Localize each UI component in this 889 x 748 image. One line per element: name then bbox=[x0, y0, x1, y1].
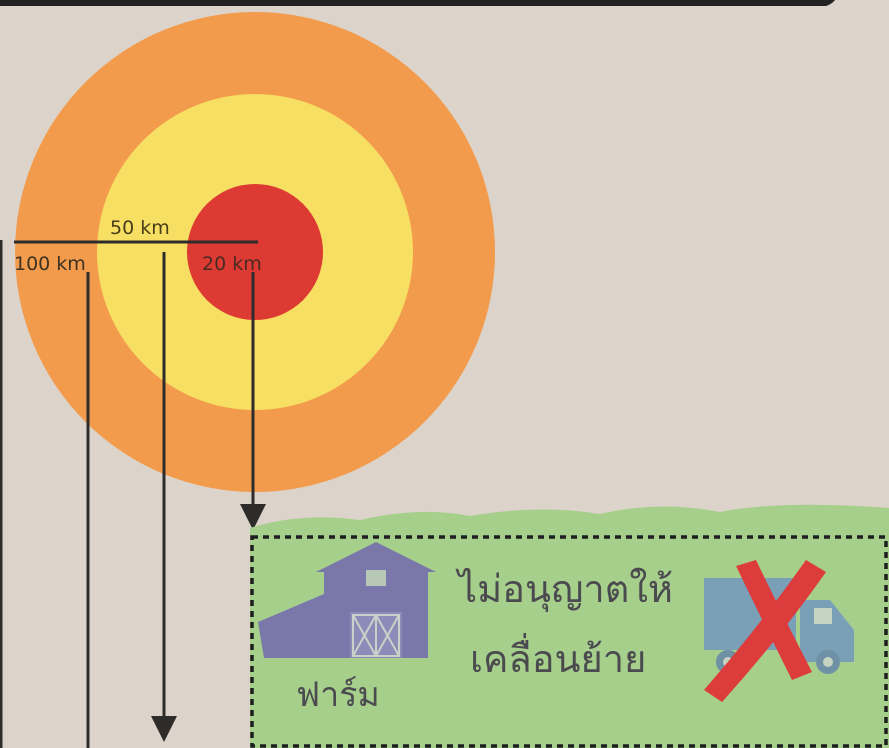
notice-line-1: ไม่อนุญาตให้ bbox=[455, 567, 673, 612]
notice-line-2: เคลื่อนย้าย bbox=[470, 633, 646, 681]
label-50km: 50 km bbox=[110, 217, 170, 239]
label-20km: 20 km bbox=[202, 253, 262, 275]
zone-20km-circle bbox=[187, 184, 323, 320]
barn-icon bbox=[258, 542, 436, 658]
top-border bbox=[0, 0, 835, 6]
label-100km: 100 km bbox=[14, 253, 86, 275]
arrow-50km-head bbox=[151, 716, 177, 742]
notice-panel: ฟาร์ม ไม่อนุญาตให้ เคลื่อนย้าย bbox=[250, 504, 889, 748]
zone-circles bbox=[15, 12, 495, 492]
arrow-20km-head bbox=[240, 504, 266, 530]
red-x-icon bbox=[704, 560, 826, 702]
panel-dotted-border bbox=[250, 535, 888, 748]
arrows bbox=[86, 252, 266, 748]
barn-label: ฟาร์ม bbox=[296, 675, 380, 715]
